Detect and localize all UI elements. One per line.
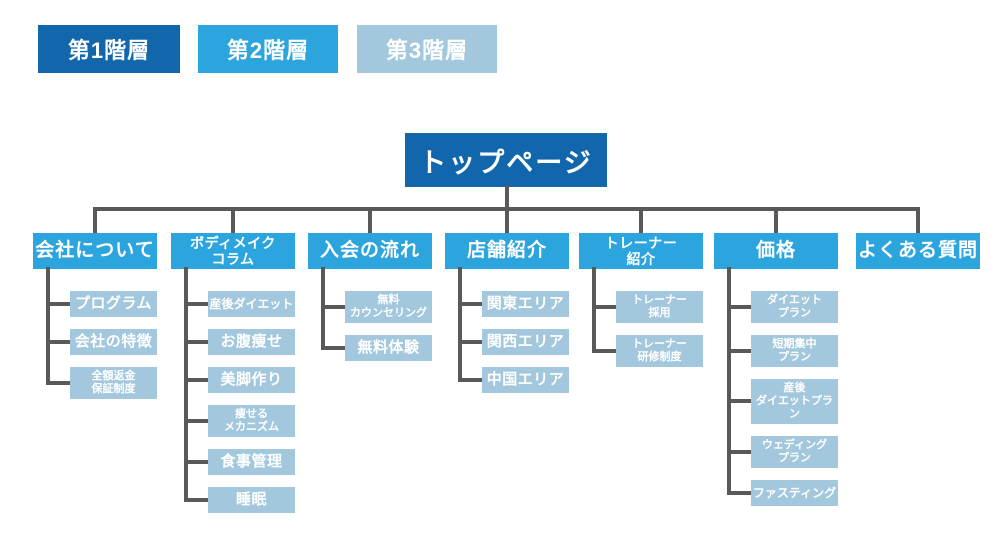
connector-column-stub-6 [774,207,778,233]
child-row: 関東エリア [458,267,569,317]
level3-node-6-3: 産後ダイエットプラン [751,378,838,424]
level2-node-3: 入会の流れ [308,233,432,269]
level3-children-3: 無料カウンセリング無料体験 [308,267,432,361]
child-row: 中国エリア [458,343,569,393]
level3-children-4: 関東エリア関西エリア中国エリア [445,267,569,393]
child-row: 全額返金保証制度 [46,343,157,399]
child-row: 美脚作り [184,343,295,393]
connector-column-stub-2 [231,207,235,233]
child-row: 睡眠 [184,462,295,513]
level3-node-4-2: 関西エリア [482,329,569,355]
child-row: 産後ダイエットプラン [727,354,838,424]
child-row: トレーナー採用 [592,267,703,323]
sitemap-column-7: よくある質問 [856,233,980,269]
level3-node-5-1: トレーナー採用 [616,291,703,323]
connector-root-stub [505,185,509,210]
level3-children-2: 産後ダイエットお腹痩せ美脚作り痩せるメカニズム食事管理睡眠 [171,267,295,513]
connector-column-stub-7 [916,207,920,233]
level3-node-6-5: ファスティング [751,479,838,506]
level2-node-2: ボディメイクコラム [171,233,295,269]
level3-node-6-4: ウェディングプラン [751,435,838,468]
level3-node-6-1: ダイエットプラン [751,291,838,323]
child-row: 無料カウンセリング [321,267,432,323]
level2-node-4: 店舗紹介 [445,233,569,269]
level3-node-2-4: 痩せるメカニズム [208,405,295,437]
sitemap-column-3: 入会の流れ無料カウンセリング無料体験 [308,233,432,361]
child-row: ダイエットプラン [727,267,838,323]
child-row: お腹痩せ [184,305,295,355]
level2-node-6: 価格 [714,233,838,269]
child-row: トレーナー研修制度 [592,310,703,367]
legend-item-level-1: 第1階層 [38,25,180,73]
child-row: 関西エリア [458,305,569,355]
child-row: 会社の特徴 [46,305,157,355]
level3-node-1-2: 会社の特徴 [70,329,157,355]
level3-node-2-1: 産後ダイエット [208,291,295,317]
sitemap-column-6: 価格ダイエットプラン短期集中プラン産後ダイエットプランウェディングプランファステ… [714,233,838,506]
level3-node-2-6: 睡眠 [208,486,295,513]
legend-item-level-2: 第2階層 [198,25,338,73]
level3-node-2-5: 食事管理 [208,448,295,475]
level3-node-4-1: 関東エリア [482,291,569,317]
level2-node-7: よくある質問 [856,233,980,269]
level3-children-1: プログラム会社の特徴全額返金保証制度 [33,267,157,399]
level3-children-5: トレーナー採用トレーナー研修制度 [579,267,703,367]
child-row: 短期集中プラン [727,310,838,367]
level2-node-1: 会社について [33,233,157,269]
level2-node-5: トレーナー紹介 [579,233,703,269]
level3-node-6-2: 短期集中プラン [751,334,838,367]
sitemap-column-4: 店舗紹介関東エリア関西エリア中国エリア [445,233,569,393]
level3-node-3-1: 無料カウンセリング [345,291,432,323]
level3-node-1-3: 全額返金保証制度 [70,367,157,399]
level3-children-6: ダイエットプラン短期集中プラン産後ダイエットプランウェディングプランファスティン… [714,267,838,506]
level3-node-5-2: トレーナー研修制度 [616,334,703,367]
level3-node-2-3: 美脚作り [208,367,295,393]
level3-node-2-2: お腹痩せ [208,329,295,355]
connector-column-stub-3 [368,207,372,233]
child-row: 痩せるメカニズム [184,381,295,437]
sitemap-column-5: トレーナー紹介トレーナー採用トレーナー研修制度 [579,233,703,367]
level3-node-3-2: 無料体験 [345,334,432,361]
root-node-top-page: トップページ [405,133,607,187]
child-row: プログラム [46,267,157,317]
child-row: ウェディングプラン [727,411,838,468]
connector-column-stub-4 [505,207,509,233]
level3-node-1-1: プログラム [70,291,157,317]
connector-column-stub-5 [639,207,643,233]
connector-column-stub-1 [93,207,97,233]
child-row: 産後ダイエット [184,267,295,317]
legend-item-level-3: 第3階層 [357,25,497,73]
sitemap-column-1: 会社についてプログラム会社の特徴全額返金保証制度 [33,233,157,399]
child-row: 食事管理 [184,424,295,475]
level3-node-4-3: 中国エリア [482,367,569,393]
child-row: ファスティング [727,455,838,506]
sitemap-column-2: ボディメイクコラム産後ダイエットお腹痩せ美脚作り痩せるメカニズム食事管理睡眠 [171,233,295,513]
child-row: 無料体験 [321,310,432,361]
